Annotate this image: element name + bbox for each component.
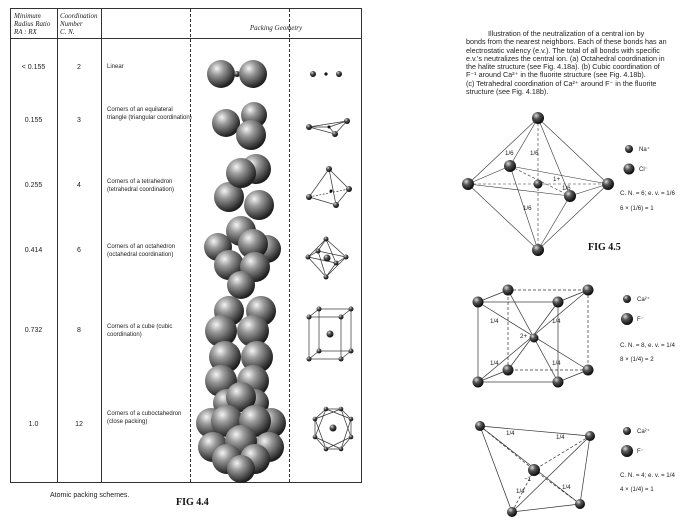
legend-anion: Cl⁻ <box>639 167 648 173</box>
ev-sum: 6 × (1/6) = 1 <box>620 205 654 212</box>
ev-fraction-label: 1/4 <box>552 318 561 325</box>
ev-fraction-label: 1/4 <box>556 434 565 441</box>
ratio-header: Minimum Radius Ratio RA : RX <box>14 12 56 36</box>
figure-description: Illustration of the neutralization of a … <box>466 29 688 97</box>
ev-equation: C. N. = 8, e. v. = 1/4 <box>620 342 675 349</box>
description-cell: Corners of a tetrahedron (tetrahedral co… <box>107 179 175 193</box>
ev-equation: C. N. = 6; e. v. = 1/6 <box>620 190 675 197</box>
ev-fraction-label: 1/4 <box>506 430 515 437</box>
packing-table: Minimum Radius Ratio RA : RX Coordinatio… <box>10 8 362 483</box>
legend-cation: Ca²⁺ <box>637 429 650 435</box>
description-line: e.v.'s neutralizes the central ion. (a) … <box>466 53 665 63</box>
geometry-divider <box>190 9 191 482</box>
ev-fraction-label: 1/4 <box>516 488 525 495</box>
legend-swatches <box>621 427 633 457</box>
description-cell: Corners of a cube (cubic coordination) <box>107 324 173 338</box>
cn-header-title: Coordination Number <box>60 12 98 28</box>
ev-fraction-label: 1/6 <box>523 205 532 212</box>
fig-4-5-label: FIG 4.5 <box>588 242 621 253</box>
column-divider <box>57 9 58 482</box>
cuboctahedral-packing <box>196 382 286 483</box>
linear-diagram <box>310 71 342 77</box>
description-cell: Corners of an equilateral triangle (tria… <box>107 107 192 121</box>
legend-swatches <box>623 145 635 175</box>
description-line: structure (see Fig. 4.18b). <box>466 87 549 97</box>
description-line: F⁻¹ around Ca²⁺ in the fluorite structur… <box>466 70 646 80</box>
ratio-cell: < 0.155 <box>21 64 46 71</box>
legend-cation: Ca²⁺ <box>637 297 650 303</box>
description-line: the halite structure (see Fig. 4.18a). (… <box>466 62 660 72</box>
ev-fraction-label: 1/6 <box>505 150 514 157</box>
triangle-diagram <box>306 118 350 137</box>
linear-packing <box>207 60 267 88</box>
ratio-cell: 1.0 <box>28 421 39 428</box>
description-cell: Linear <box>107 64 124 70</box>
header-rule <box>11 38 361 39</box>
polyhedra-diagrams <box>305 71 354 452</box>
legend-anion: F⁻ <box>637 449 644 455</box>
cn-cell: 4 <box>77 182 81 189</box>
cubic-coordination-diagram <box>472 284 594 388</box>
ev-fraction-label: 1/4 <box>490 318 499 325</box>
cn-cell: 3 <box>77 117 81 124</box>
center-charge-label: 1+ <box>553 176 561 183</box>
cn-cell: 12 <box>75 421 83 428</box>
sphere-packings <box>196 60 286 483</box>
cubic-packing <box>205 296 276 397</box>
legend-anion: F⁻ <box>637 317 644 323</box>
center-charge-label: −1 <box>524 476 532 483</box>
ev-fraction-label: 1/6 <box>530 150 539 157</box>
cn-cell: 8 <box>77 327 81 334</box>
ratio-header-title: Minimum Radius Ratio <box>14 12 51 28</box>
ev-fraction-label: 1/6 <box>562 185 571 192</box>
ev-equation: C. N. = 4; e. v. = 1/4 <box>620 472 675 479</box>
ratio-cell: 0.732 <box>24 327 43 334</box>
ev-fraction-label: 1/4 <box>490 360 499 367</box>
geometry-divider <box>289 9 290 482</box>
legend-cation: Na⁺ <box>639 147 650 153</box>
ratio-cell: 0.155 <box>24 117 43 124</box>
cn-cell: 6 <box>77 247 81 254</box>
tetrahedral-packing <box>214 154 274 220</box>
tetrahedral-coordination-diagram <box>475 421 595 517</box>
ratio-header-formula: RA : RX <box>14 28 37 36</box>
octahedral-coordination-diagram <box>462 112 614 256</box>
tetrahedron-diagram <box>306 166 352 208</box>
description-line: (c) Tetrahedral coordination of Ca²⁺ aro… <box>466 78 657 88</box>
description-cell: Corners of an octahedron (octahedral coo… <box>107 244 176 258</box>
fig-4-4-label: FIG 4.4 <box>176 497 209 508</box>
description-cell: Corners of a cuboctahedron (close packin… <box>107 411 182 425</box>
ev-sum: 4 × (1/4) = 1 <box>620 486 654 493</box>
table-caption: Atomic packing schemes. <box>50 492 130 499</box>
ev-fraction-label: 1/4 <box>552 360 561 367</box>
octahedron-diagram <box>305 236 349 280</box>
description-line: bonds from the nearest neighbors. Each o… <box>466 37 667 47</box>
description-line: Illustration of the neutralization of a … <box>488 29 645 38</box>
cn-header-short: C. N. <box>60 28 75 36</box>
center-charge-label: 2+ <box>520 333 528 340</box>
cuboctahedron-diagram <box>312 406 354 452</box>
ratio-cell: 0.414 <box>24 247 43 254</box>
ev-fraction-label: 1/4 <box>562 484 571 491</box>
description-line: electrostatic valency (e.v.). The total … <box>466 45 660 55</box>
ratio-cell: 0.255 <box>24 182 43 189</box>
geometry-header: Packing Geometry <box>249 24 303 32</box>
ev-sum: 8 × (1/4) = 2 <box>620 356 654 363</box>
cn-header: Coordination Number C. N. <box>60 12 100 36</box>
triangular-packing <box>212 102 267 150</box>
cube-diagram <box>306 306 354 362</box>
legend-swatches <box>621 295 633 325</box>
octahedral-packing <box>204 216 281 299</box>
cn-cell: 2 <box>77 64 81 71</box>
column-divider <box>101 9 102 482</box>
